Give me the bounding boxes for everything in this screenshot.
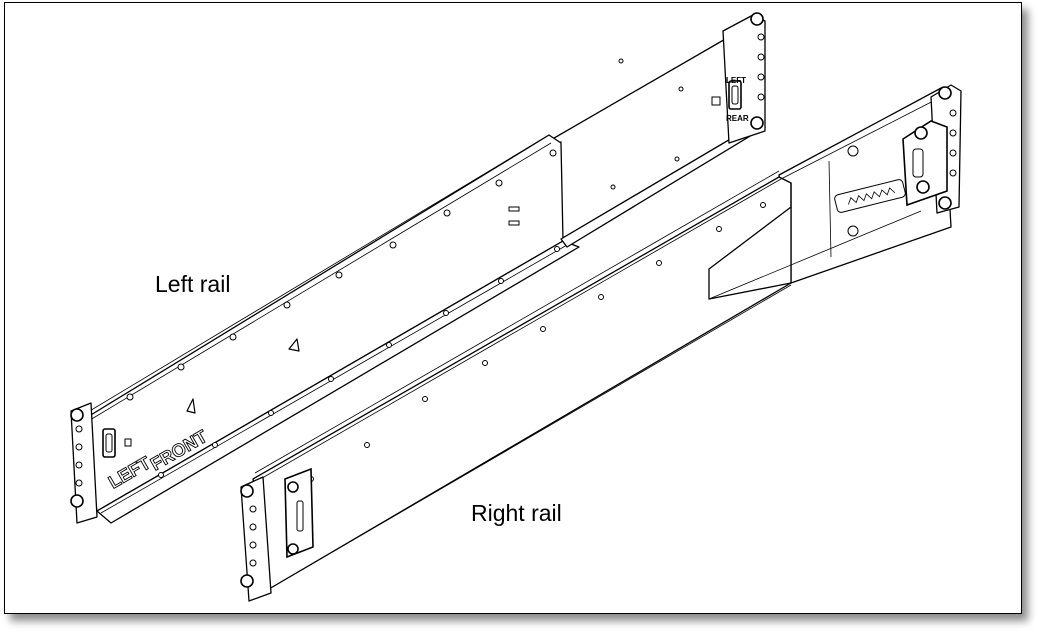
left-rail-rear-bracket: LEFT REAR — [711, 12, 766, 144]
left-rail: LEFT FRONT LEFT REAR — [70, 12, 766, 524]
left-rail-front-bracket — [70, 402, 116, 524]
left-rail-holes — [126, 58, 684, 478]
right-rail-label: Right rail — [471, 500, 562, 526]
rail-kit-diagram: LEFT FRONT LEFT REAR — [70, 12, 962, 602]
left-rail-label: Left rail — [155, 271, 231, 297]
left-rail-flange — [96, 240, 580, 524]
right-rail-front-bracket — [240, 467, 314, 602]
right-rail-rear-bracket — [902, 84, 962, 214]
engraving-left-rear-word1: LEFT — [726, 76, 746, 85]
right-rail-cutout — [708, 182, 792, 300]
right-rail — [240, 84, 962, 602]
right-rail-holes — [308, 202, 766, 482]
engraving-left-rear-word2: REAR — [726, 114, 749, 123]
figure-frame: LEFT FRONT LEFT REAR — [4, 2, 1022, 614]
